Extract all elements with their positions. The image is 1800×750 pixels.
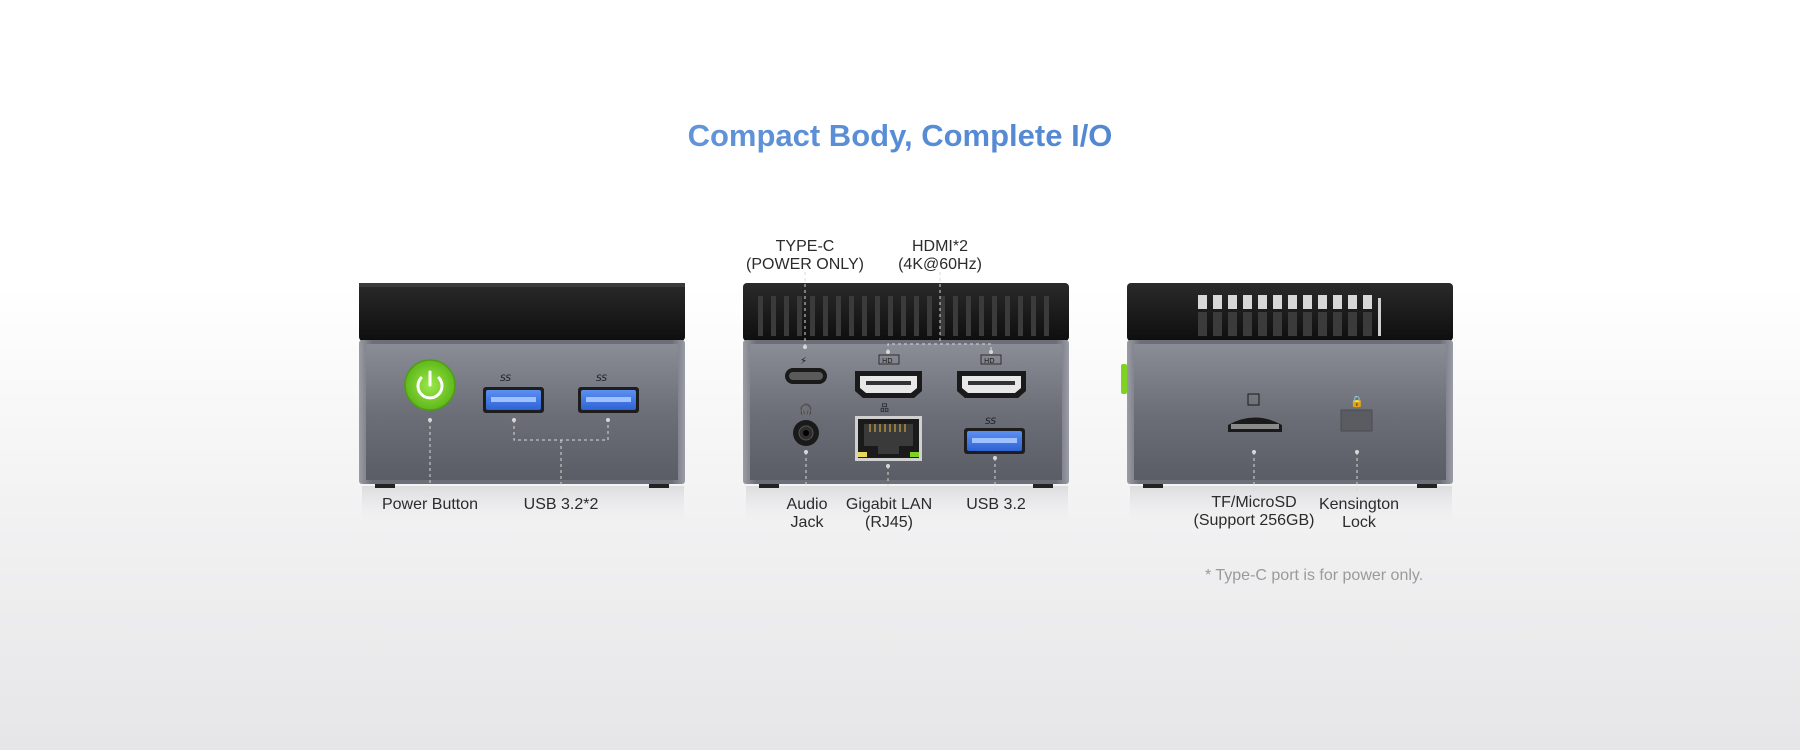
audio-jack[interactable]: 🎧 <box>793 403 819 446</box>
back-usb-label: USB 3.2 <box>966 496 1026 513</box>
lan-port[interactable]: 品 <box>855 403 922 461</box>
back-usb-port[interactable]: SS <box>964 417 1025 454</box>
audio-jack-label: Audio Jack <box>786 496 828 531</box>
hdmi-icon: HD <box>984 357 995 365</box>
usb-ss-icon: SS <box>500 374 511 384</box>
front-usb-label: USB 3.2*2 <box>523 496 599 513</box>
kensington-label: Kensington Lock <box>1318 496 1400 531</box>
page-title: Compact Body, Complete I/O <box>0 118 1800 154</box>
hdmi-port-1[interactable]: HD <box>855 354 922 398</box>
hdmi-port-2[interactable]: HD <box>957 354 1026 398</box>
typec-port[interactable]: ⚡ <box>785 356 827 384</box>
front-leader-lines <box>429 420 609 490</box>
power-button[interactable] <box>404 359 456 411</box>
lan-led-yellow <box>858 452 867 457</box>
side-leader-lines <box>1253 452 1358 492</box>
hdmi-icon: HD <box>882 357 893 365</box>
tf-card-slot[interactable] <box>1228 393 1282 432</box>
kensington-lock-slot[interactable]: 🔒 <box>1340 395 1373 432</box>
side-power-edge <box>1121 364 1127 394</box>
side-device: 🔒 <box>1121 283 1453 536</box>
side-reflection <box>1130 486 1452 536</box>
power-icon <box>416 376 444 400</box>
sdcard-icon <box>1247 393 1260 406</box>
front-usb-port-2[interactable]: SS <box>578 374 639 413</box>
headphone-icon: 🎧 <box>799 403 813 416</box>
front-top-cover <box>359 283 685 341</box>
front-reflection <box>362 486 684 536</box>
back-vent-slots <box>758 296 1049 336</box>
back-device: ⚡ HD HD 🎧 <box>743 272 1069 536</box>
lan-label: Gigabit LAN (RJ45) <box>845 496 933 531</box>
hdmi-label: HDMI*2 (4K@60Hz) <box>898 238 982 273</box>
network-icon: 品 <box>880 403 889 414</box>
tf-card-label: TF/MicroSD (Support 256GB) <box>1193 494 1315 529</box>
power-button-label: Power Button <box>381 496 479 513</box>
bolt-icon: ⚡ <box>800 356 807 367</box>
back-reflection <box>746 486 1068 536</box>
side-vent-slots <box>1198 295 1372 309</box>
usb-ss-icon: SS <box>596 374 607 384</box>
front-usb-port-1[interactable]: SS <box>483 374 544 413</box>
usb-ss-icon: SS <box>985 417 996 427</box>
lock-icon: 🔒 <box>1350 395 1364 408</box>
lan-led-green <box>910 452 919 457</box>
typec-label: TYPE-C (POWER ONLY) <box>746 238 864 273</box>
front-device: SS SS <box>359 283 685 536</box>
back-leader-lines <box>804 272 996 492</box>
footnote: * Type-C port is for power only. <box>1205 567 1424 584</box>
